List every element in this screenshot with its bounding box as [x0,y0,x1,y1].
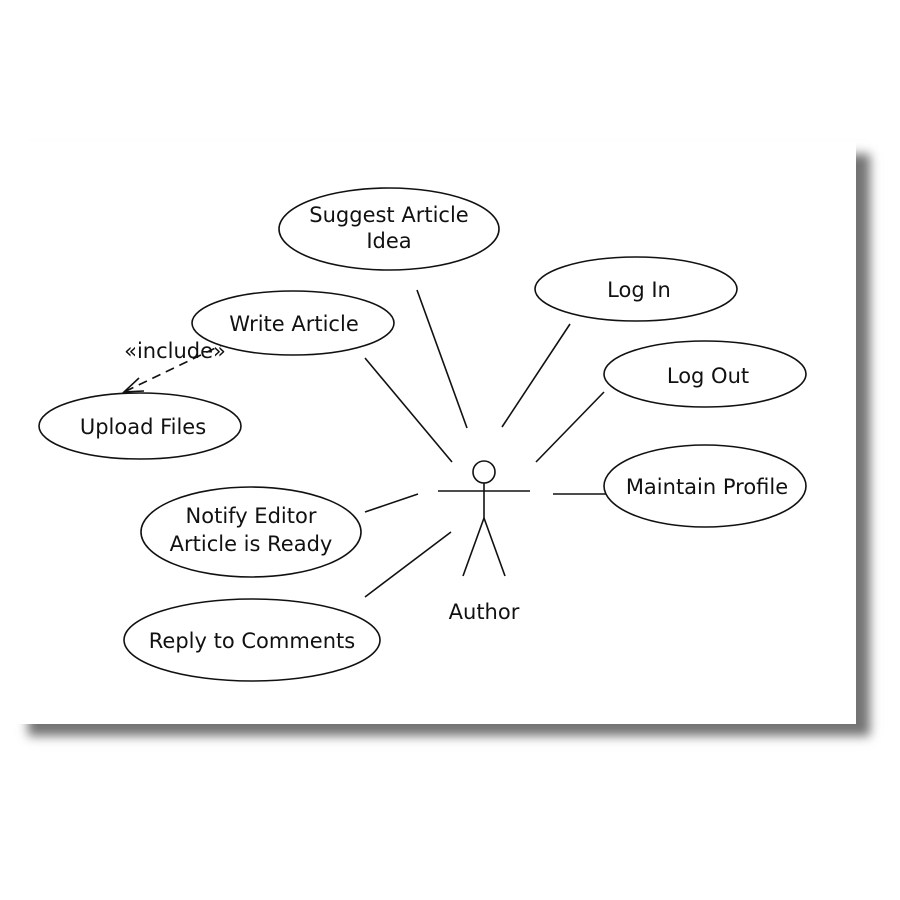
include-arrow-head [121,377,145,393]
use-case-reply-to-comments[interactable]: Reply to Comments [123,598,381,682]
use-case-label: Reply to Comments [149,629,355,653]
use-case-label: Write Article [229,312,359,336]
actor-label: Author [449,600,520,624]
association-login [501,323,571,428]
include-label: «include» [124,339,226,363]
stick-figure-icon [438,460,530,577]
use-case-label: Maintain Profile [626,475,788,499]
association-write [364,357,453,463]
actor-author[interactable]: Author [438,460,530,624]
use-case-label: Upload Files [80,415,206,439]
association-notify [364,493,419,513]
use-case-write-article[interactable]: Write Article [191,290,395,356]
use-case-log-in[interactable]: Log In [534,256,738,322]
use-case-label: Log Out [667,364,749,388]
include-dependency: «include» [121,339,229,393]
use-case-maintain-profile[interactable]: Maintain Profile [603,444,807,528]
use-case-label-line-1: Notify Editor [186,504,317,528]
use-case-label-line-2: Article is Ready [170,532,333,556]
use-case-label-line-2: Idea [366,229,411,253]
use-case-suggest-article-idea[interactable]: Suggest Article Idea [278,187,500,271]
association-reply [364,531,452,598]
association-suggest [416,289,468,429]
association-logout [535,391,605,463]
include-arrow-shaft [123,341,229,393]
use-case-label: Log In [607,278,671,302]
use-case-upload-files[interactable]: Upload Files [38,392,242,460]
use-case-log-out[interactable]: Log Out [603,340,807,408]
use-case-label-line-1: Suggest Article [309,203,468,227]
use-case-notify-editor[interactable]: Notify Editor Article is Ready [140,486,362,578]
